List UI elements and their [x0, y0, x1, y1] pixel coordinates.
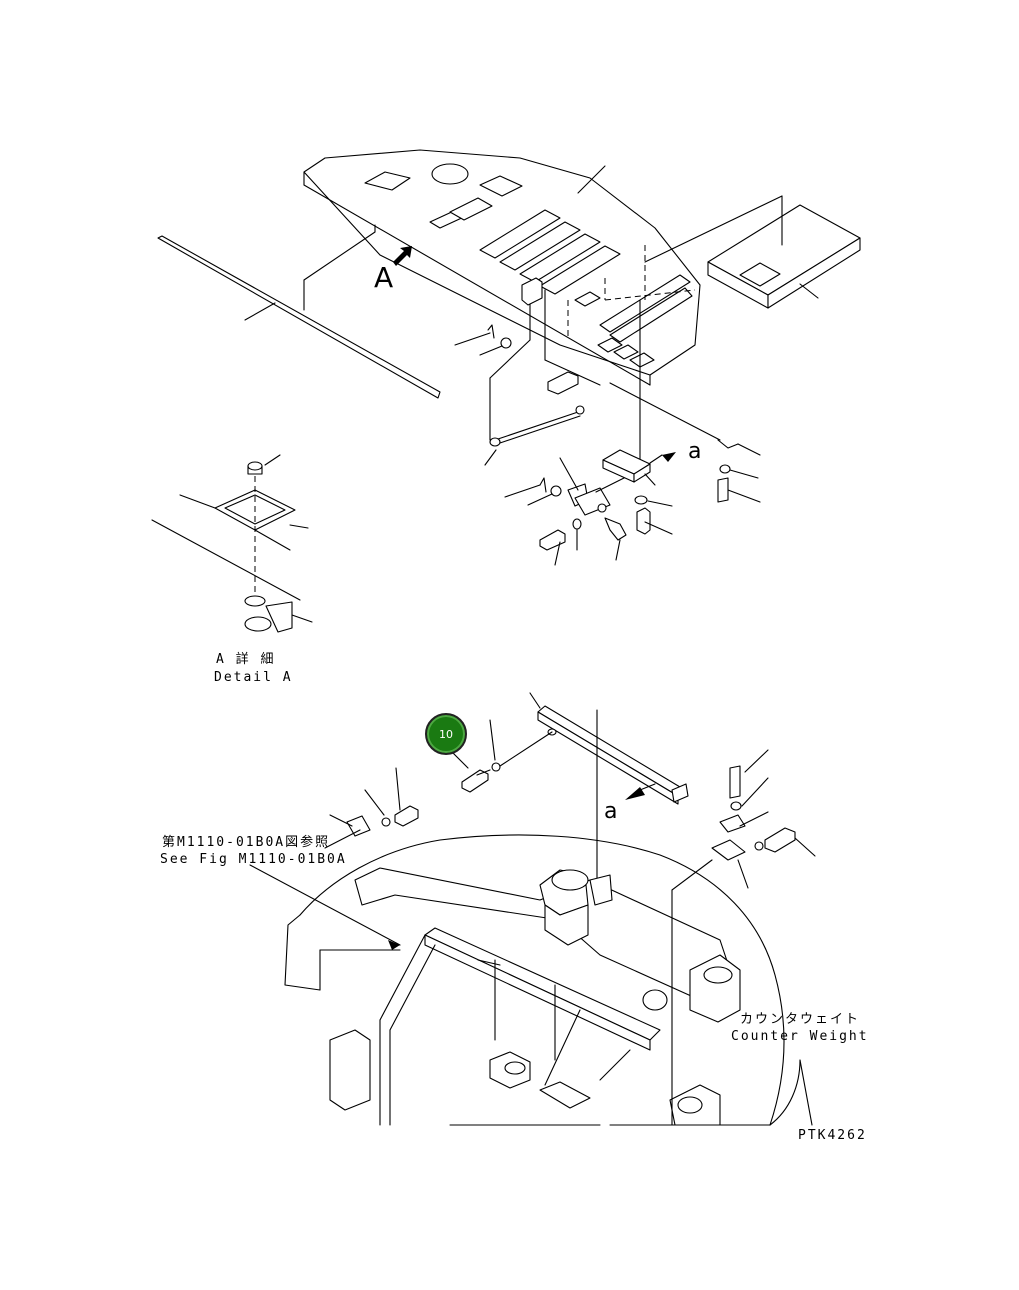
view-a-label: A — [374, 261, 394, 294]
bracket-beam — [499, 692, 689, 901]
drawing-code: PTK4262 — [798, 1128, 867, 1143]
connection-lines — [489, 245, 721, 463]
arrow-a-label-upper: a — [688, 439, 702, 464]
gas-spring — [484, 405, 585, 466]
reference-leader — [324, 829, 361, 849]
small-parts — [454, 324, 761, 566]
detail-a-title-jp: A 詳 細 — [216, 652, 276, 667]
seal-strip — [157, 235, 441, 399]
detail-a-title-en: Detail A — [214, 670, 293, 685]
figure-reference-jp: 第M1110-01B0A図参照 — [162, 835, 331, 850]
view-arrow-icon — [393, 246, 412, 266]
frame-body — [249, 834, 813, 1126]
counterweight-label-en: Counter Weight — [731, 1029, 869, 1044]
part-number-callout[interactable]: 10 — [425, 713, 467, 755]
fasteners-lower — [329, 719, 816, 891]
arrow-a-label-lower: a — [604, 799, 618, 824]
leader-line — [577, 165, 606, 194]
counterweight-label-jp: カウンタウェイト — [740, 1012, 861, 1027]
cover-panel — [303, 149, 701, 386]
pad-part — [644, 195, 861, 309]
detail-a-view — [151, 454, 313, 633]
figure-reference-en: See Fig M1110-01B0A — [160, 852, 347, 867]
